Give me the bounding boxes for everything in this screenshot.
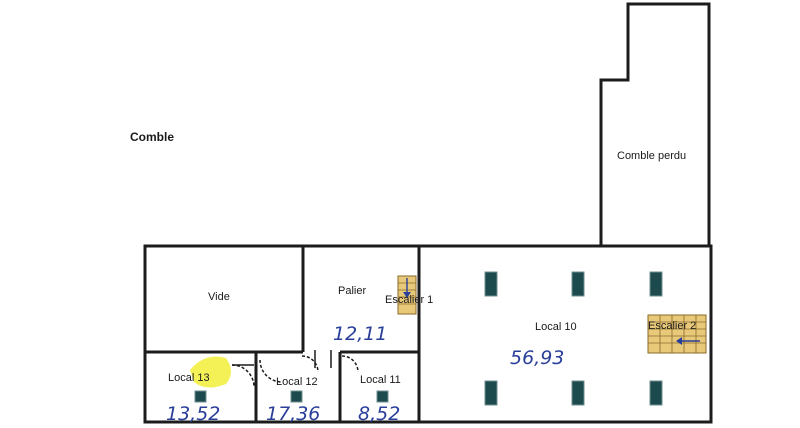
window-mark [484, 380, 498, 406]
floor-outer-walls [143, 244, 713, 424]
label-local-10: Local 10 [535, 321, 577, 333]
label-vide: Vide [208, 291, 230, 303]
area-local-11: 8,52 [358, 403, 400, 425]
window-mark [649, 380, 663, 406]
label-comble-perdu: Comble perdu [617, 150, 686, 162]
window-mark [649, 271, 663, 297]
window-mark [290, 390, 303, 403]
escalier-1-stair [397, 275, 417, 315]
window-mark [571, 271, 585, 297]
escalier-2-stair [647, 314, 707, 354]
door-swings [231, 355, 359, 388]
label-local-12: Local 12 [276, 376, 318, 388]
label-palier: Palier [338, 285, 366, 297]
highlight-mark [190, 356, 231, 388]
label-local-11: Local 11 [360, 374, 401, 386]
window-mark [571, 380, 585, 406]
window-mark [484, 271, 498, 297]
area-palier: 12,11 [333, 323, 387, 345]
label-local-13: Local 13 [168, 372, 210, 384]
window-mark [194, 390, 207, 403]
area-local-12: 17,36 [266, 403, 320, 425]
comble-perdu-outline [599, 2, 711, 246]
interior-walls [145, 246, 421, 422]
label-escalier-2: Escalier 2 [648, 320, 696, 332]
skylight-windows [194, 271, 663, 406]
area-local-13: 13,52 [166, 403, 220, 425]
area-local-10: 56,93 [510, 347, 564, 369]
label-escalier-1: Escalier 1 [385, 294, 433, 306]
window-mark [376, 390, 389, 403]
label-comble: Comble [130, 130, 174, 144]
